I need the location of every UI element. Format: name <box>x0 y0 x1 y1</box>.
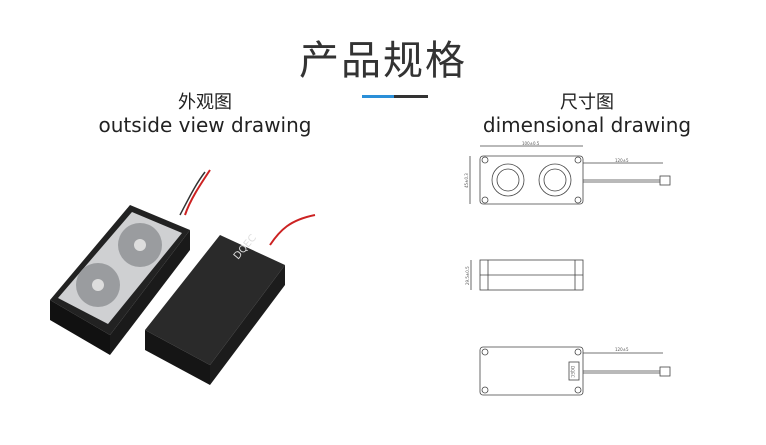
outside-view-title-cn: 外观图 <box>178 92 232 113</box>
dimensional-title-cn: 尺寸图 <box>560 92 614 113</box>
dimension-drawing: 100±0.5 120±5 45±0.3 29.5±0.5 120±5 DQEC <box>464 141 671 396</box>
page-title: 产品规格 <box>299 38 467 84</box>
dim-cable: 120±5 <box>615 158 629 163</box>
title-divider <box>394 95 428 98</box>
drawing-brand-print: DQEC <box>570 366 575 378</box>
dim-height: 29.5±0.5 <box>465 266 470 285</box>
title-divider-accent <box>362 95 394 98</box>
dim-length: 100±0.5 <box>522 141 540 146</box>
dim-cable-bottom: 120±5 <box>615 347 629 352</box>
dim-width: 45±0.3 <box>464 173 469 188</box>
dimensional-title-en: dimensional drawing <box>482 113 692 137</box>
product-photo: DQEC <box>50 169 316 385</box>
outside-view-title-en: outside view drawing <box>98 113 312 137</box>
